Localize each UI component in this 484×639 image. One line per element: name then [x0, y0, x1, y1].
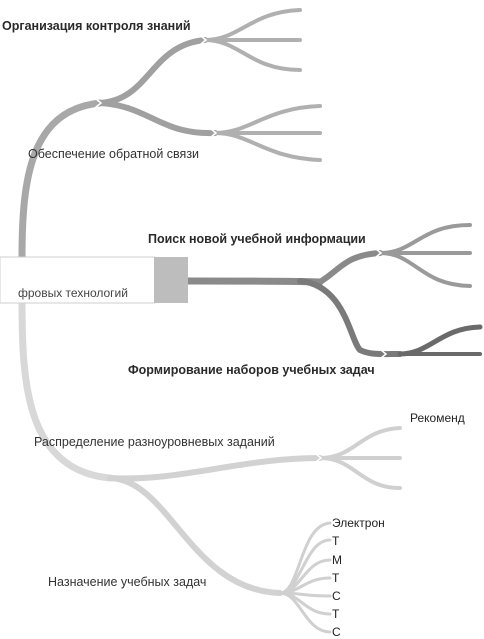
- leaf-line-b3-3: [378, 251, 472, 288]
- central-node-tab: [154, 257, 188, 303]
- leaf-line-b5-1: [318, 426, 402, 460]
- leaf-text-b6-6: Т: [332, 607, 340, 621]
- connector-b2: [97, 100, 218, 137]
- connector-b1: [97, 37, 208, 106]
- leaf-line-b4-1: [397, 324, 483, 357]
- leaf-line-b6-4: [278, 576, 332, 595]
- leaf-text-b6-4: Т: [332, 571, 340, 585]
- leaf-line-b2-3: [213, 131, 322, 162]
- leaf-line-b1-3: [203, 38, 302, 72]
- leaf-text-b6-3: М: [332, 553, 342, 567]
- leaf-text-b6-1: Электрон: [332, 516, 385, 530]
- branch-right-group: [184, 223, 483, 359]
- arrow-marker: [200, 35, 208, 45]
- branch-label-b4[interactable]: Формирование наборов учебных задач: [128, 363, 375, 377]
- branch-label-b5[interactable]: Распределение разноуровневых заданий: [34, 435, 275, 449]
- leaf-text-b6-5: С: [332, 589, 341, 603]
- leaf-line-b2-1: [213, 104, 322, 135]
- arrow-marker: [380, 349, 388, 359]
- branch-label-b6[interactable]: Назначение учебных задач: [48, 575, 206, 589]
- trunk-down: [18, 296, 114, 482]
- arrow-marker: [210, 128, 218, 138]
- leaf-line-b1-1: [203, 8, 302, 42]
- leaf-line-b5-3: [318, 456, 402, 490]
- connector-b6: [107, 475, 283, 596]
- central-node-label: фровых технологий: [18, 286, 128, 300]
- arrow-marker: [315, 453, 323, 463]
- arrow-marker: [95, 98, 103, 108]
- branch-top-group: [18, 8, 322, 262]
- arrow-marker: [375, 248, 383, 258]
- trunk-up: [18, 99, 104, 262]
- branch-label-b2[interactable]: Обеспечение обратной связи: [28, 147, 199, 161]
- leaf-line-b6-7: [278, 591, 332, 634]
- connector-b5: [107, 455, 323, 482]
- branch-bottom-group: [18, 296, 402, 634]
- leaf-line-b6-1: [278, 521, 332, 595]
- central-node-box: [0, 256, 156, 304]
- central-node[interactable]: фровых технологий: [0, 256, 188, 304]
- leaf-text-b6-7: С: [332, 625, 341, 639]
- connector-b3: [317, 250, 383, 285]
- leaf-line-b3-1: [378, 223, 472, 255]
- branch-label-b3[interactable]: Поиск новой учебной информации: [148, 232, 366, 246]
- leaf-text-b5-1: Рекоменд: [410, 411, 465, 425]
- connector-b4: [297, 278, 403, 358]
- branch-label-b1[interactable]: Организация контроля знаний: [2, 19, 191, 33]
- leaf-text-b6-2: Т: [332, 534, 340, 548]
